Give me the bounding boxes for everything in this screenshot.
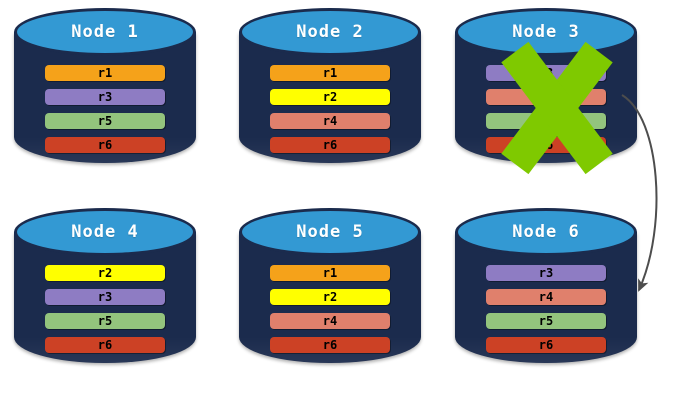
record-bar[interactable]: r5: [486, 113, 606, 129]
node-2-record-list: r1 r2 r4 r6: [270, 65, 390, 153]
record-label: r2: [322, 90, 338, 104]
node-2[interactable]: r1 r2 r4 r6 Node 2: [239, 8, 421, 186]
record-bar[interactable]: r1: [270, 265, 390, 281]
record-label: r4: [322, 114, 338, 128]
node-3-top: Node 3: [455, 8, 637, 56]
record-bar[interactable]: r5: [486, 313, 606, 329]
record-bar[interactable]: r4: [270, 113, 390, 129]
record-label: r5: [538, 114, 554, 128]
record-bar[interactable]: r3: [486, 65, 606, 81]
record-label: r4: [538, 290, 554, 304]
record-bar[interactable]: r5: [45, 113, 165, 129]
record-label: r1: [322, 66, 338, 80]
node-2-top: Node 2: [239, 8, 421, 56]
node-3-record-list: r3 r4 r5 r6: [486, 65, 606, 153]
record-label: r3: [538, 66, 554, 80]
record-label: r5: [97, 114, 113, 128]
record-bar[interactable]: r6: [270, 337, 390, 353]
record-bar[interactable]: r4: [270, 313, 390, 329]
node-title: Node 2: [296, 22, 364, 42]
node-1-top: Node 1: [14, 8, 196, 56]
node-5-top: Node 5: [239, 208, 421, 256]
record-bar[interactable]: r3: [45, 89, 165, 105]
record-bar[interactable]: r6: [486, 137, 606, 153]
node-6-record-list: r3 r4 r5 r6: [486, 265, 606, 353]
record-bar[interactable]: r6: [45, 137, 165, 153]
record-label: r2: [97, 266, 113, 280]
record-bar[interactable]: r2: [270, 89, 390, 105]
node-3[interactable]: r3 r4 r5 r6 Node 3: [455, 8, 637, 186]
record-label: r6: [322, 138, 338, 152]
record-bar[interactable]: r6: [486, 337, 606, 353]
record-bar[interactable]: r3: [45, 289, 165, 305]
record-label: r3: [97, 290, 113, 304]
node-6-top: Node 6: [455, 208, 637, 256]
node-4[interactable]: r2 r3 r5 r6 Node 4: [14, 208, 196, 386]
record-bar[interactable]: r2: [45, 265, 165, 281]
node-title: Node 6: [512, 222, 580, 242]
node-title: Node 3: [512, 22, 580, 42]
record-label: r4: [538, 90, 554, 104]
node-5-record-list: r1 r2 r4 r6: [270, 265, 390, 353]
record-bar[interactable]: r4: [486, 89, 606, 105]
node-5[interactable]: r1 r2 r4 r6 Node 5: [239, 208, 421, 386]
node-1[interactable]: r1 r3 r5 r6 Node 1: [14, 8, 196, 186]
record-bar[interactable]: r4: [486, 289, 606, 305]
record-bar[interactable]: r1: [270, 65, 390, 81]
record-label: r6: [322, 338, 338, 352]
record-bar[interactable]: r1: [45, 65, 165, 81]
record-bar[interactable]: r6: [270, 137, 390, 153]
record-label: r5: [97, 314, 113, 328]
record-label: r6: [97, 138, 113, 152]
record-label: r6: [97, 338, 113, 352]
record-label: r4: [322, 314, 338, 328]
node-title: Node 1: [71, 22, 139, 42]
node-1-record-list: r1 r3 r5 r6: [45, 65, 165, 153]
node-title: Node 4: [71, 222, 139, 242]
record-label: r3: [538, 266, 554, 280]
record-bar[interactable]: r3: [486, 265, 606, 281]
record-label: r2: [322, 290, 338, 304]
record-label: r3: [97, 90, 113, 104]
record-label: r5: [538, 314, 554, 328]
node-4-record-list: r2 r3 r5 r6: [45, 265, 165, 353]
record-label: r6: [538, 138, 554, 152]
node-4-top: Node 4: [14, 208, 196, 256]
record-label: r1: [97, 66, 113, 80]
record-bar[interactable]: r2: [270, 289, 390, 305]
node-6[interactable]: r3 r4 r5 r6 Node 6: [455, 208, 637, 386]
record-bar[interactable]: r5: [45, 313, 165, 329]
record-label: r6: [538, 338, 554, 352]
node-title: Node 5: [296, 222, 364, 242]
record-label: r1: [322, 266, 338, 280]
record-bar[interactable]: r6: [45, 337, 165, 353]
